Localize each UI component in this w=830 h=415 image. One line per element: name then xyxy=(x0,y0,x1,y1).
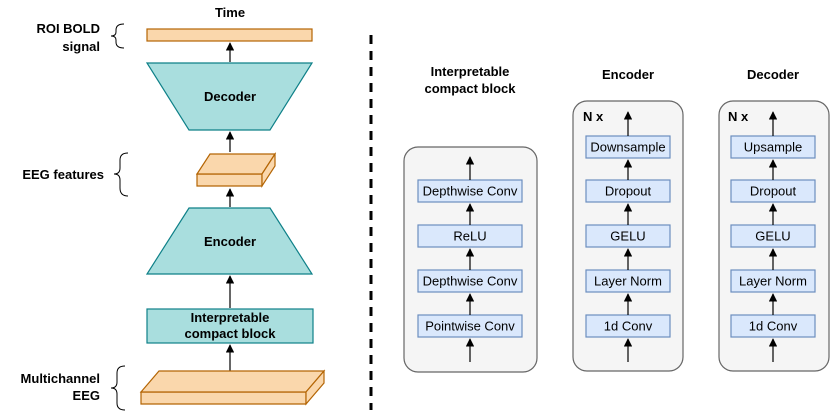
roi-bold-label-line1: ROI BOLD xyxy=(36,21,100,36)
encoder-label: Encoder xyxy=(204,234,256,249)
encoder-layer-label: 1d Conv xyxy=(604,319,653,334)
encoder-layer-label: Dropout xyxy=(605,184,652,199)
decoder-layer-label: Upsample xyxy=(744,140,803,155)
multichannel-label-line2: EEG xyxy=(73,388,100,403)
eeg-features-label: EEG features xyxy=(22,167,104,182)
decoder-layer-label: 1d Conv xyxy=(749,319,798,334)
icb-layer-label: ReLU xyxy=(453,229,486,244)
encoder-repeat-label: N x xyxy=(583,109,604,124)
decoder-panel-title: Decoder xyxy=(747,67,799,82)
encoder-block xyxy=(145,207,314,275)
decoder-label: Decoder xyxy=(204,89,256,104)
encoder-layer-label: GELU xyxy=(610,229,645,244)
roi-bold-label-line2: signal xyxy=(62,39,100,54)
decoder-repeat-label: N x xyxy=(728,109,749,124)
time-label: Time xyxy=(215,5,245,20)
icb-label-line1: Interpretable xyxy=(191,310,270,325)
eeg-features-brace xyxy=(113,152,129,197)
encoder-layer-label: Downsample xyxy=(590,140,665,155)
interpretable-compact-block xyxy=(146,308,314,344)
eeg-features-block xyxy=(195,151,277,189)
decoder-block xyxy=(145,62,314,131)
decoder-layer-label: Layer Norm xyxy=(739,274,807,289)
decoder-layer-label: Dropout xyxy=(750,184,797,199)
multichannel-label-line1: Multichannel xyxy=(21,371,100,386)
icb-layer-label: Depthwise Conv xyxy=(423,184,518,199)
icb-panel-title-line2: compact block xyxy=(424,81,516,96)
multichannel-brace xyxy=(110,365,126,411)
multichannel-eeg-block xyxy=(139,369,326,406)
icb-layer-label: Pointwise Conv xyxy=(425,319,515,334)
decoder-layer-label: GELU xyxy=(755,229,790,244)
icb-label-line2: compact block xyxy=(184,326,276,341)
icb-layer-label: Depthwise Conv xyxy=(423,274,518,289)
roi-bold-brace xyxy=(110,23,125,49)
encoder-panel-title: Encoder xyxy=(602,67,654,82)
icb-panel-title-line1: Interpretable xyxy=(431,64,510,79)
roi-bold-signal-bar xyxy=(146,28,313,42)
encoder-layer-label: Layer Norm xyxy=(594,274,662,289)
